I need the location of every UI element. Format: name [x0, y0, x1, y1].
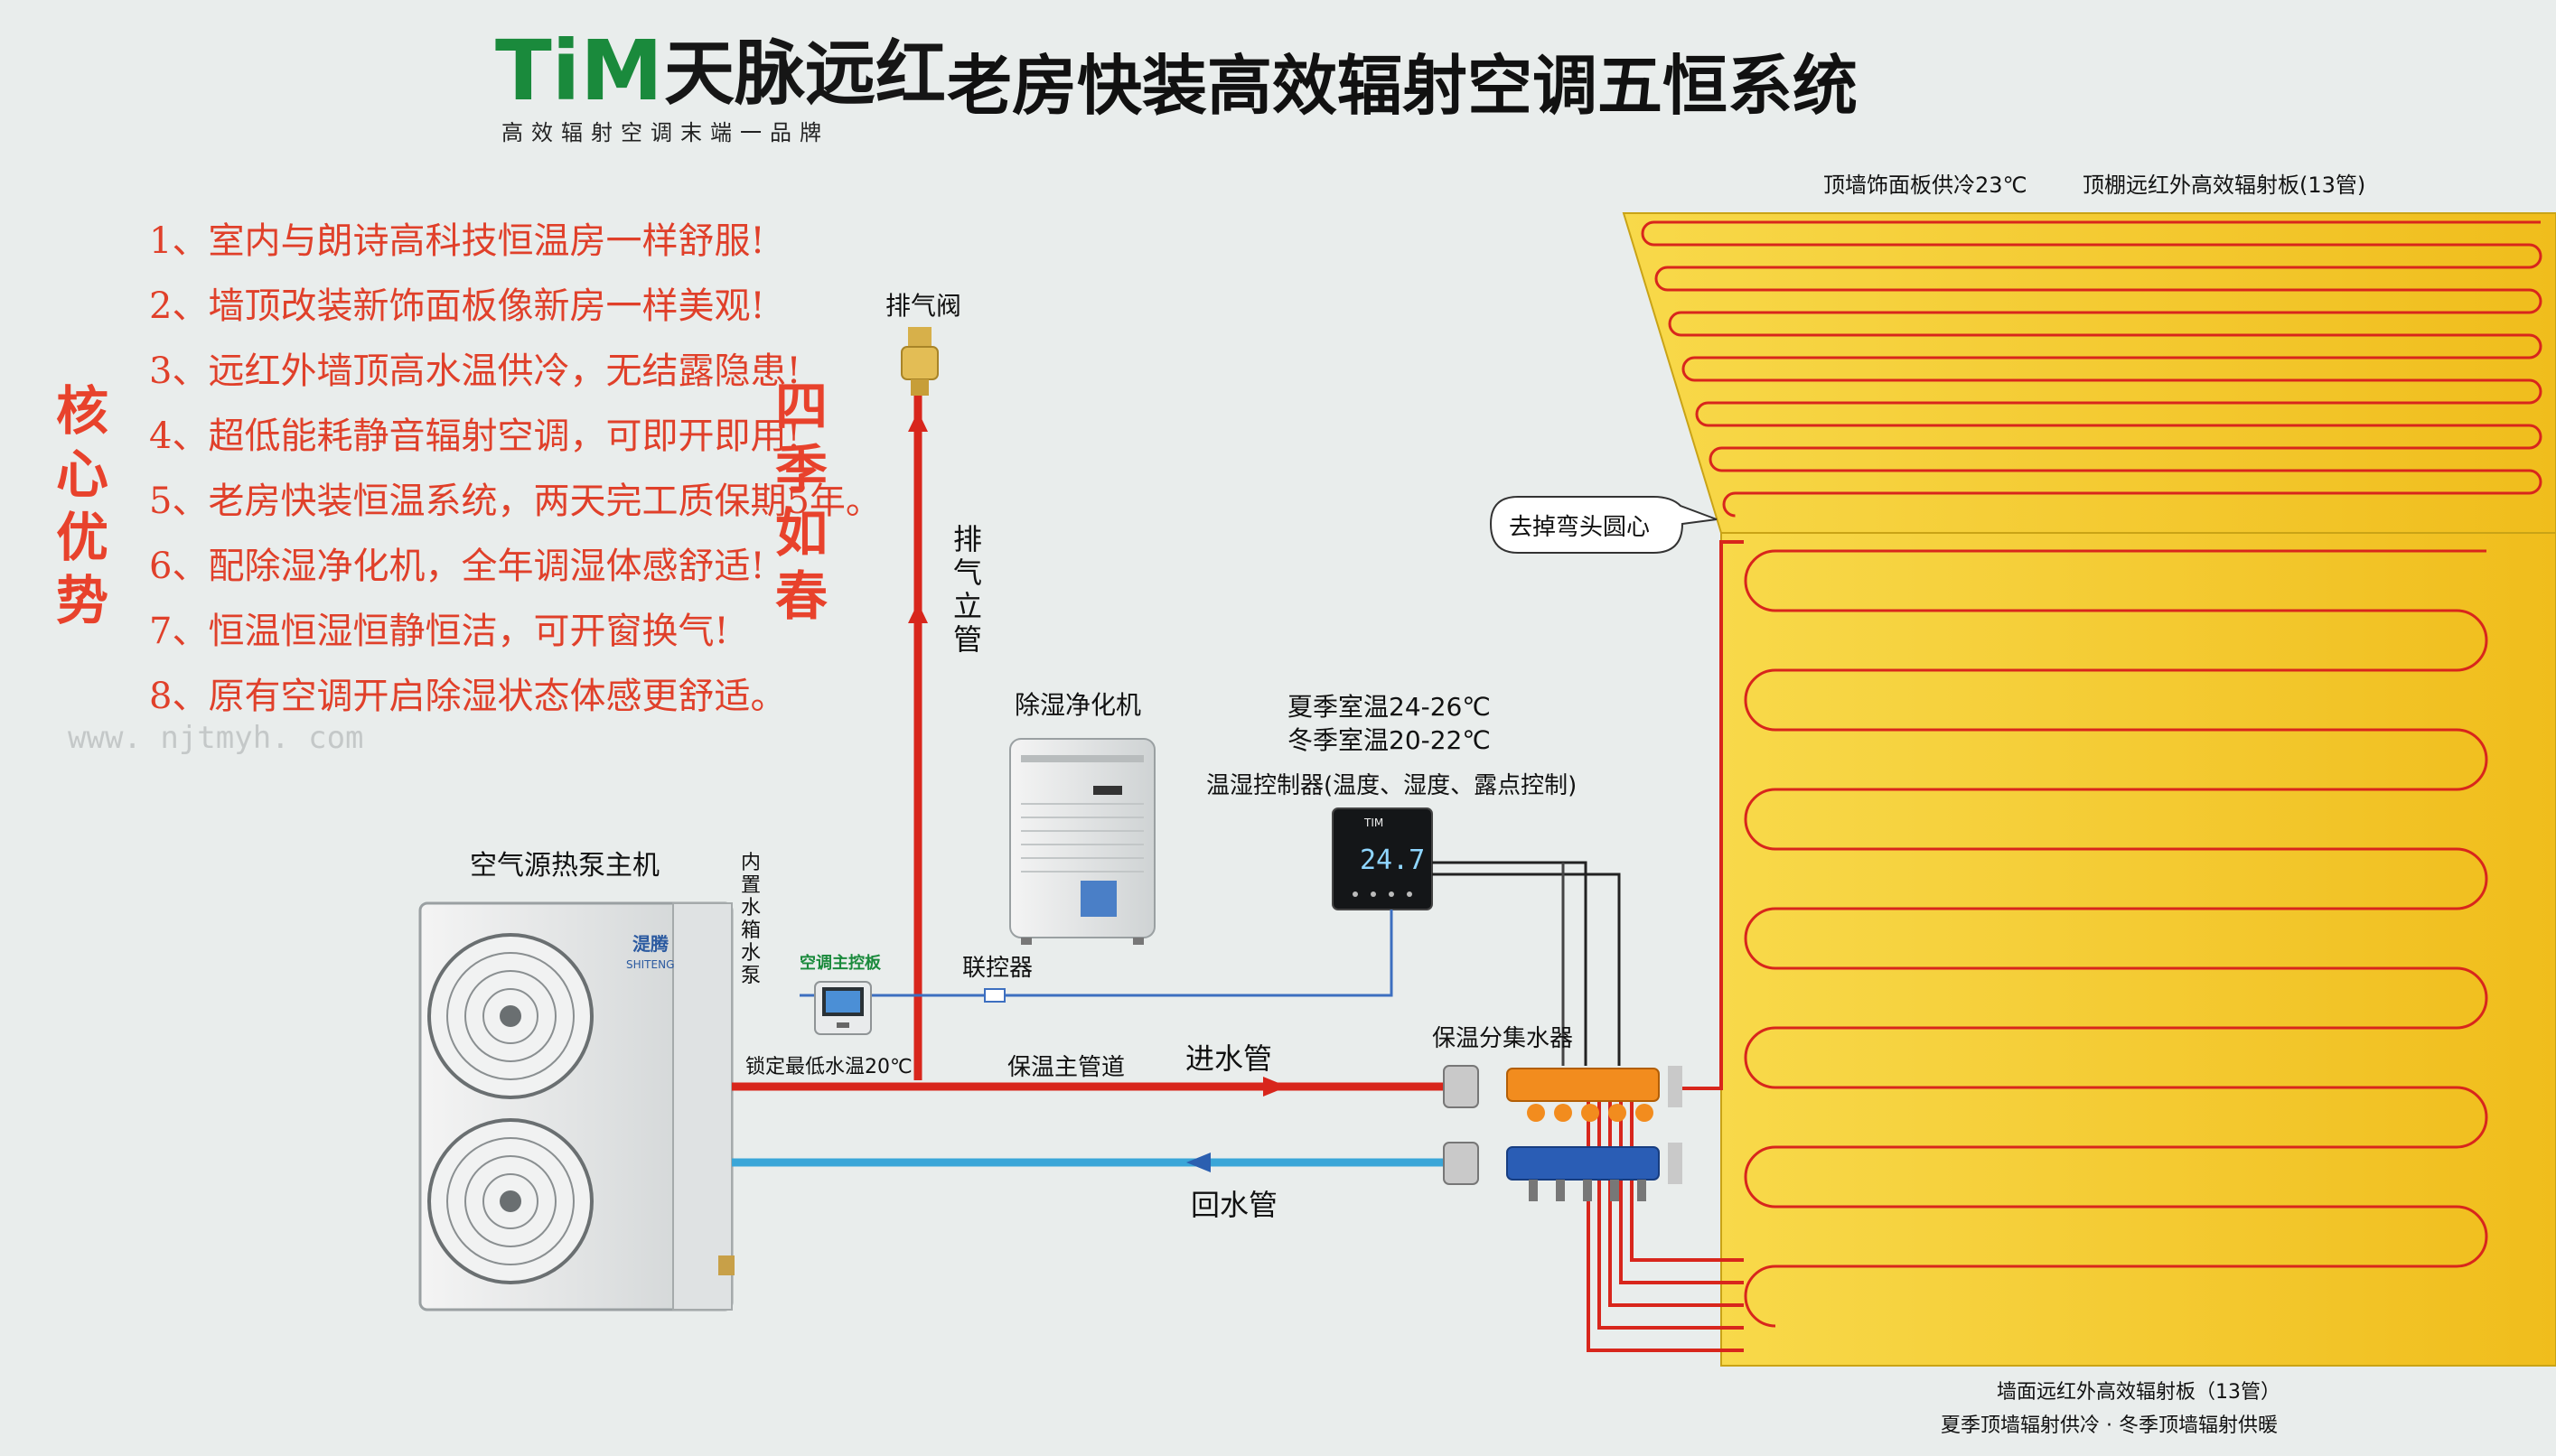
season-mode-label: 夏季顶墙辐射供冷 · 冬季顶墙辐射供暖: [1941, 1414, 2278, 1437]
main-pipe-label: 保温主管道: [1007, 1054, 1125, 1081]
heading-char: 势: [56, 570, 108, 631]
svg-text:箱: 箱: [741, 919, 761, 942]
logo-brand: 天脉远红: [664, 33, 946, 115]
dehumidifier-label: 除湿净化机: [1015, 690, 1141, 720]
right-arrow-icon: [1263, 1077, 1287, 1097]
fan-icon: [427, 933, 594, 1099]
min-water-temp-label: 锁定最低水温20℃: [745, 1056, 913, 1078]
svg-text:去掉弯头圆心: 去掉弯头圆心: [1509, 514, 1650, 541]
heading-char: 核: [56, 380, 108, 442]
core-advantages-heading: 核 心 优 势: [56, 380, 108, 631]
page-title: 老房快装高效辐射空调五恒系统: [947, 47, 1858, 124]
left-arrow-icon: [1186, 1153, 1211, 1172]
advantage-item: 1、室内与朗诗高科技恒温房一样舒服!: [149, 220, 765, 262]
controller-label: 温湿控制器(温度、湿度、露点控制): [1206, 772, 1577, 799]
thermostat-controller: TIM 24.7: [1332, 807, 1433, 910]
ceiling-coil: [1641, 220, 2542, 518]
summer-temp-label: 夏季室温24-26℃: [1287, 692, 1491, 722]
link-controller-label: 联控器: [962, 955, 1033, 982]
advantage-item: 6、配除湿净化机，全年调湿体感舒适!: [149, 546, 765, 587]
advantage-item: 4、超低能耗静音辐射空调，可即开即用!: [149, 415, 801, 457]
advantage-item: 5、老房快装恒温系统，两天完工质保期5年。: [149, 481, 882, 522]
ceiling-cooling-label: 顶墙饰面板供冷23℃: [1823, 173, 2027, 198]
svg-text:置: 置: [741, 874, 761, 897]
logo-tagline: 高效辐射空调末端一品牌: [501, 120, 829, 145]
advantage-item: 3、远红外墙顶高水温供冷，无结露隐患!: [149, 350, 801, 392]
svg-text:水: 水: [741, 942, 761, 965]
heat-pump-brand-en: SHITENG: [626, 958, 674, 971]
thermostat-brand: TIM: [1363, 817, 1383, 829]
season-char: 春: [775, 565, 828, 627]
wall-coil: [1744, 549, 2488, 1328]
ac-control-panel: [814, 981, 872, 1035]
controller-wiring: [1432, 861, 1621, 1066]
svg-text:泵: 泵: [741, 965, 761, 987]
season-char: 季: [775, 439, 828, 500]
ceiling-panel-label: 顶棚远红外高效辐射板(13管): [2083, 173, 2365, 198]
dehumidifier-unit: [1009, 738, 1156, 945]
svg-text:气: 气: [953, 555, 982, 590]
vent-valve: [901, 327, 939, 396]
svg-text:立: 立: [953, 589, 982, 623]
advantage-item: 7、恒温恒湿恒静恒洁，可开窗换气!: [149, 611, 729, 652]
ac-panel-label: 空调主控板: [800, 953, 882, 973]
svg-text:水: 水: [741, 897, 761, 919]
wall-panel-label: 墙面远红外高效辐射板（13管）: [1997, 1381, 2280, 1404]
heading-char: 心: [56, 443, 108, 505]
up-arrow-icon: [908, 602, 928, 623]
heat-pump-label: 空气源热泵主机: [470, 850, 660, 882]
vent-pipe-label: 排 气 立 管: [953, 522, 982, 657]
advantage-item: 2、墙顶改装新饰面板像新房一样美观!: [149, 285, 765, 327]
ceiling-radiant-panel: [1622, 212, 2556, 534]
website-watermark: www. njtmyh. com: [68, 720, 364, 756]
four-seasons-spring: 四 季 如 春: [775, 376, 828, 627]
season-char: 四: [775, 376, 828, 437]
logo-mark: TiM: [495, 23, 663, 119]
remove-elbow-callout: 去掉弯头圆心: [1489, 496, 1718, 554]
thermostat-display: 24.7: [1360, 845, 1425, 876]
svg-text:排: 排: [953, 522, 982, 556]
fan-icon: [427, 1118, 594, 1284]
advantage-item: 8、原有空调开启除湿状态体感更舒适。: [149, 676, 786, 717]
winter-temp-label: 冬季室温20-22℃: [1287, 725, 1491, 755]
svg-text:内: 内: [741, 852, 761, 874]
control-signal-line: [998, 910, 1393, 997]
svg-text:管: 管: [953, 622, 982, 657]
wall-radiant-panel: [1720, 532, 2556, 1367]
heading-char: 优: [56, 507, 108, 568]
inlet-pipe-label: 进水管: [1185, 1041, 1272, 1076]
season-char: 如: [775, 502, 828, 564]
up-arrow-icon: [908, 411, 928, 432]
manifold-unit: [1443, 1065, 1682, 1201]
coil-path: [1744, 549, 2488, 1328]
advantages-list: 1、室内与朗诗高科技恒温房一样舒服! 2、墙顶改装新饰面板像新房一样美观! 3、…: [68, 220, 882, 756]
brand-logo: TiM 天脉远红 高效辐射空调末端一品牌: [495, 23, 946, 145]
link-controller-box: [984, 988, 1006, 1003]
vent-valve-label: 排气阀: [885, 291, 961, 321]
tank-pump-label: 内 置 水 箱 水 泵: [741, 852, 761, 987]
coil-path: [1641, 220, 2542, 518]
return-pipe-label: 回水管: [1191, 1188, 1278, 1222]
heat-pump-unit: 湜腾 SHITENG: [418, 901, 735, 1311]
manifold-label: 保温分集水器: [1432, 1025, 1573, 1052]
heat-pump-brand: 湜腾: [632, 933, 669, 955]
